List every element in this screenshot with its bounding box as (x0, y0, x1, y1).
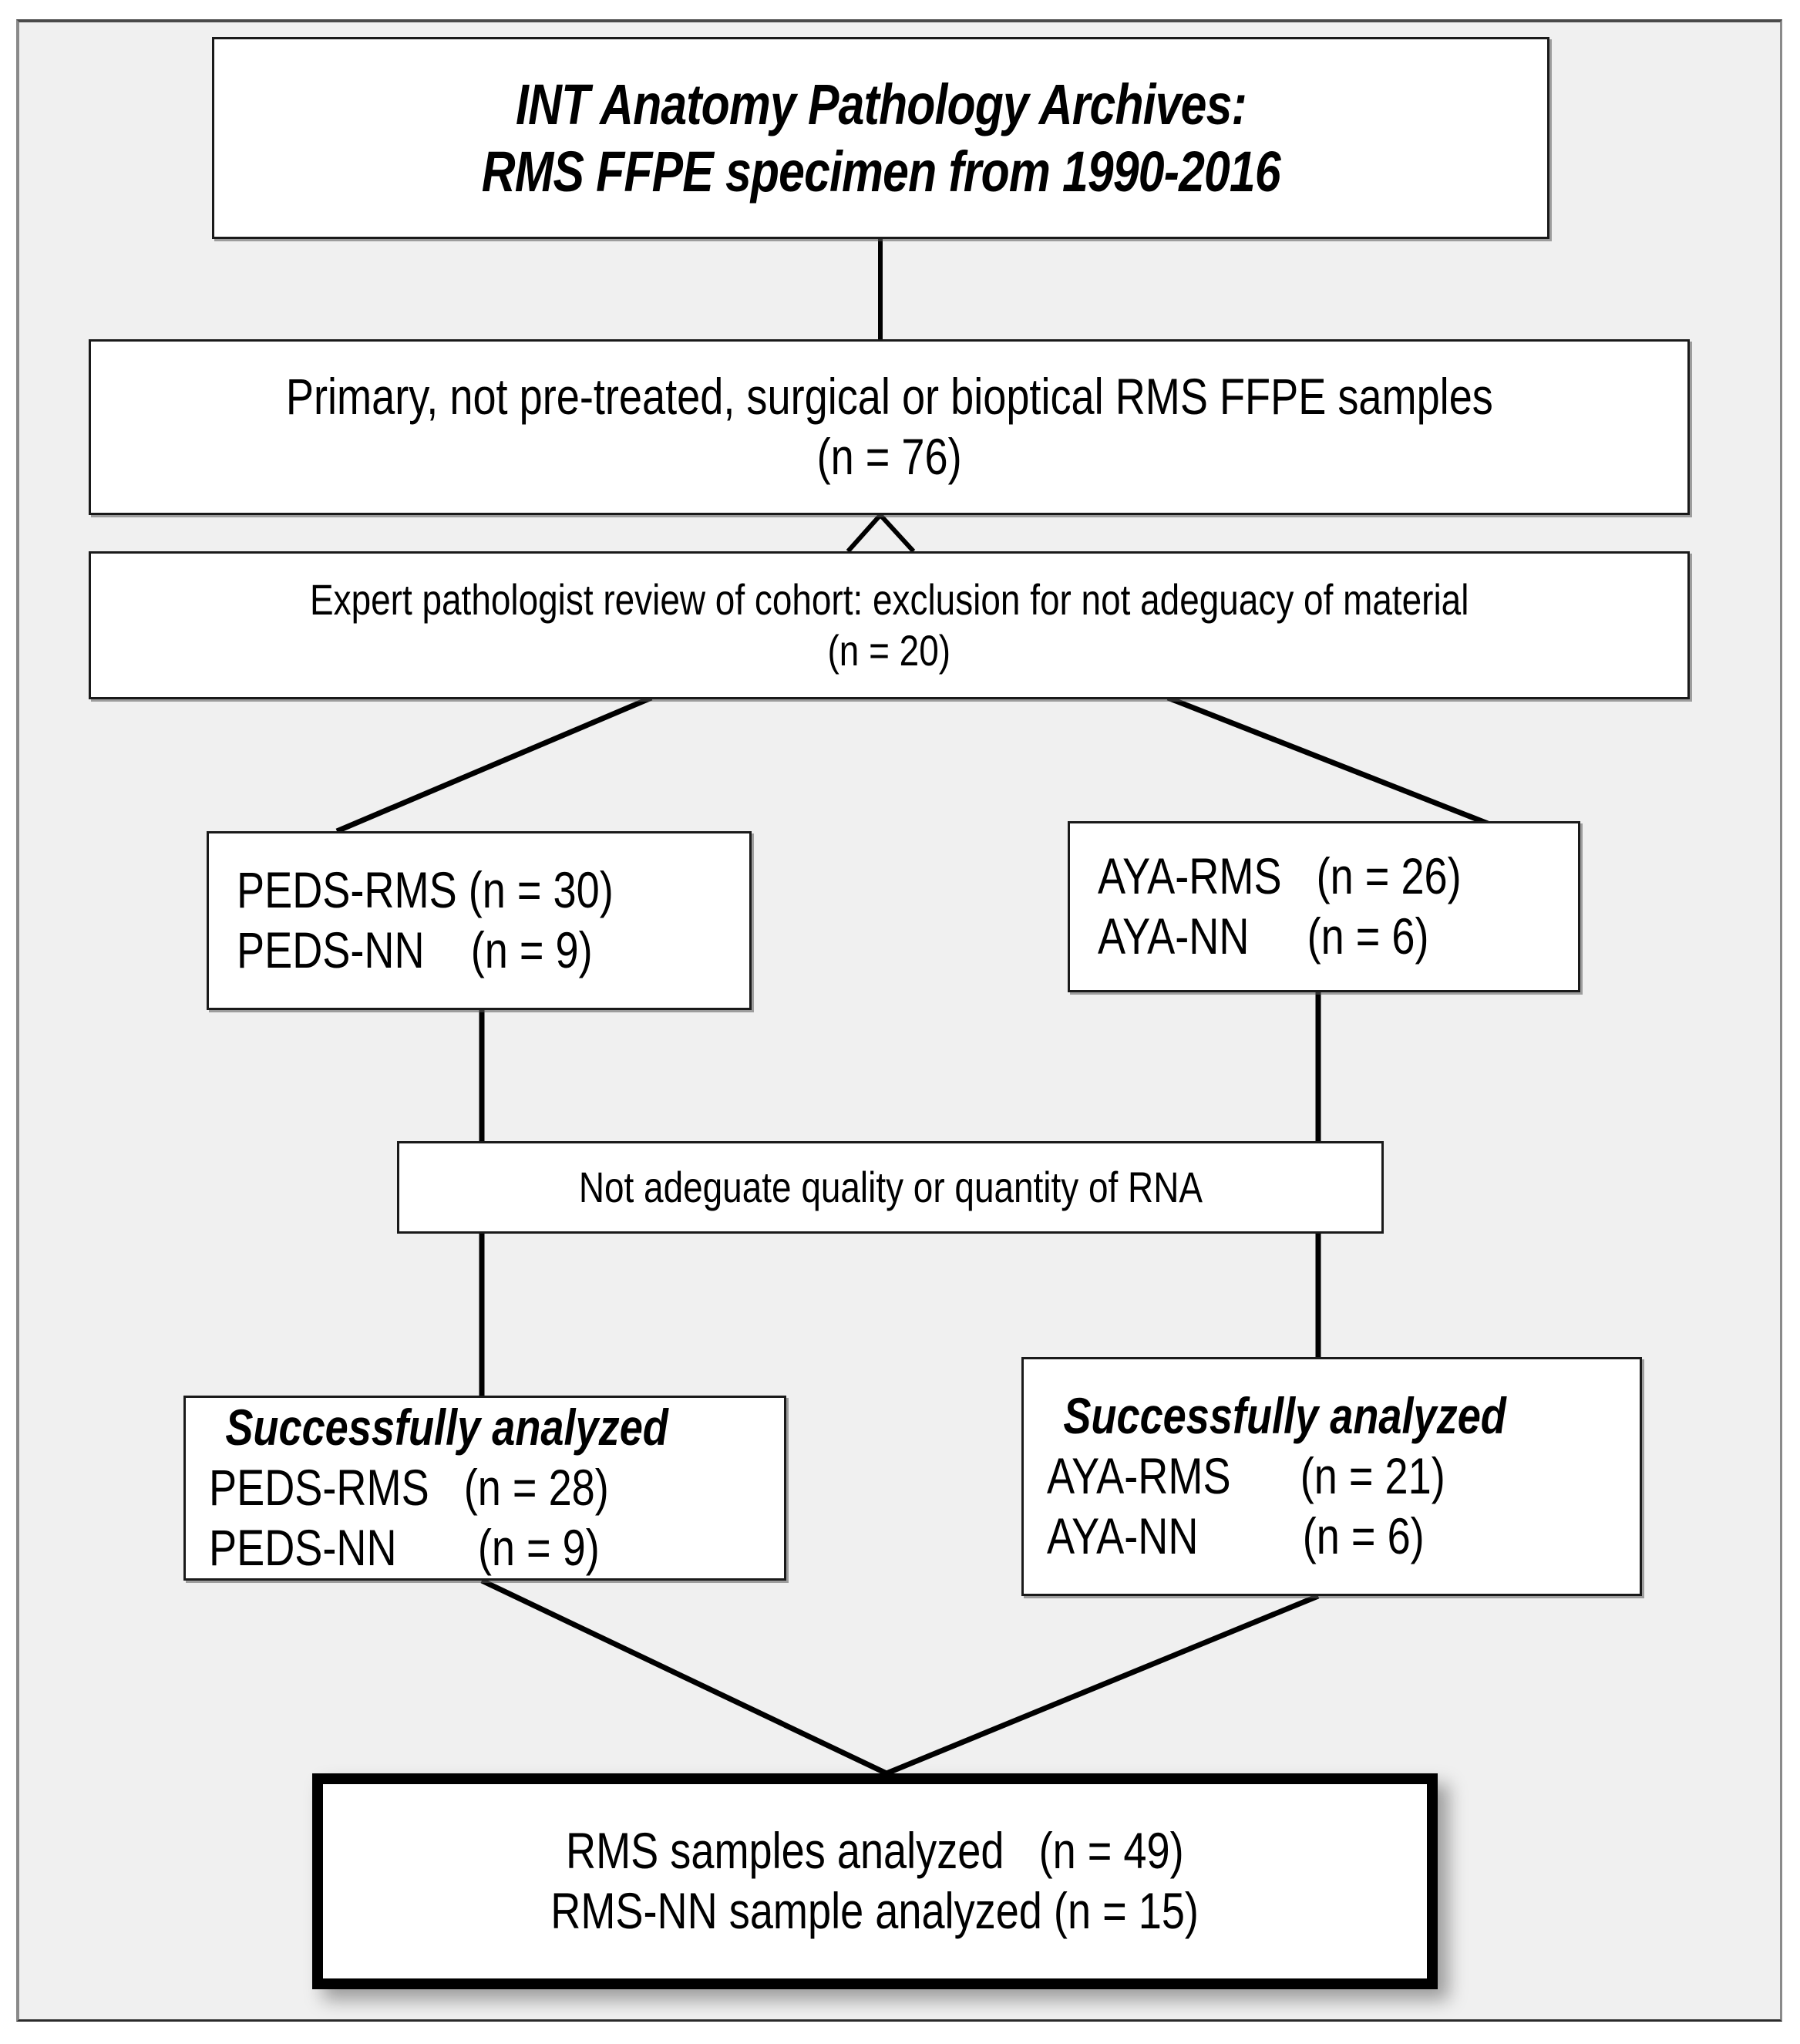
node-aya-analyzed-line2: AYA-NN (n = 6) (1047, 1507, 1425, 1564)
node-aya-analyzed-heading: Successfully analyzed (1063, 1387, 1506, 1445)
node-peds-analyzed-line2: PEDS-NN (n = 9) (209, 1518, 600, 1576)
node-final-totals-line1: RMS samples analyzed (n = 49) (566, 1822, 1184, 1880)
node-pathologist-review-line1: Expert pathologist review of cohort: exc… (309, 574, 1469, 624)
node-primary-samples-line2: (n = 76) (816, 428, 962, 485)
node-aya-analyzed-line1: AYA-RMS (n = 21) (1047, 1447, 1445, 1505)
node-final-totals-line2: RMS-NN sample analyzed (n = 15) (550, 1882, 1199, 1939)
node-peds-cohort-line1: PEDS-RMS (n = 30) (237, 861, 614, 919)
node-rna-exclusion-line1: Not adeguate quality or quantity of RNA (578, 1162, 1203, 1211)
node-aya-cohort-line2: AYA-NN (n = 6) (1098, 908, 1429, 965)
node-peds-analyzed-line1: PEDS-RMS (n = 28) (209, 1459, 609, 1517)
node-peds-cohort-line2: PEDS-NN (n = 9) (237, 921, 593, 978)
node-archives-line2: RMS FFPE specimen from 1990-2016 (481, 140, 1280, 204)
node-primary-samples-line1: Primary, not pre-treated, surgical or bi… (285, 368, 1493, 426)
node-peds-cohort: PEDS-RMS (n = 30) PEDS-NN (n = 9) (207, 831, 752, 1010)
node-peds-analyzed-heading: Successfully analyzed (225, 1399, 668, 1456)
node-archives-line1: INT Anatomy Pathology Archives: (515, 72, 1247, 136)
node-aya-analyzed: Successfully analyzed AYA-RMS (n = 21) A… (1021, 1357, 1642, 1596)
node-rna-exclusion: Not adeguate quality or quantity of RNA (397, 1141, 1384, 1234)
node-final-totals: RMS samples analyzed (n = 49) RMS-NN sam… (312, 1773, 1438, 1989)
figure-frame (16, 19, 1782, 2022)
node-pathologist-review-line2: (n = 20) (827, 626, 951, 675)
node-aya-cohort: AYA-RMS (n = 26) AYA-NN (n = 6) (1068, 821, 1580, 992)
node-aya-cohort-line1: AYA-RMS (n = 26) (1098, 847, 1462, 905)
node-archives: INT Anatomy Pathology Archives: RMS FFPE… (212, 37, 1549, 239)
node-pathologist-review: Expert pathologist review of cohort: exc… (89, 551, 1690, 699)
node-peds-analyzed: Successfully analyzed PEDS-RMS (n = 28) … (183, 1396, 786, 1581)
node-primary-samples: Primary, not pre-treated, surgical or bi… (89, 339, 1690, 515)
